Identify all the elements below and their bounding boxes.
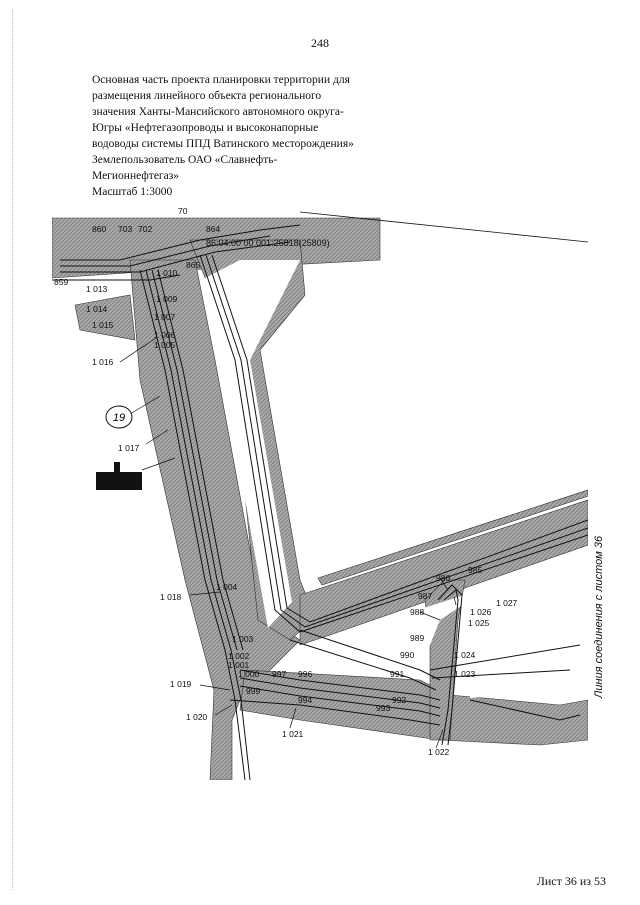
scan-margin-line: [12, 10, 13, 890]
point-label: 70: [178, 206, 188, 216]
document-header: Основная часть проекта планировки террит…: [92, 72, 392, 200]
cadastral-number: 86:04:00 00 001:25818(25809): [206, 238, 330, 248]
point-label: 991: [390, 669, 404, 679]
point-label: 992: [392, 695, 406, 705]
sheet-counter: Лист 36 из 53: [536, 874, 606, 888]
point-label: 990: [400, 650, 414, 660]
point-labels: 859 860 703 702 70 864 865 1 010 1 013 1…: [54, 206, 518, 757]
point-label: 1 019: [170, 679, 192, 689]
point-label: 1 013: [86, 284, 108, 294]
point-label: 1 021: [282, 729, 304, 739]
point-label: 988: [410, 607, 424, 617]
point-label: 1 007: [154, 312, 176, 322]
point-label: 1 010: [156, 268, 178, 278]
point-label: 864: [206, 224, 220, 234]
point-label: 989: [410, 633, 424, 643]
sheet-connection-note: Линия соединения с листом 36: [593, 535, 605, 699]
point-label: 1 027: [496, 598, 518, 608]
point-label: 994: [298, 695, 312, 705]
header-line: размещения линейного объекта регионально…: [92, 90, 322, 102]
header-line: Основная часть проекта планировки террит…: [92, 74, 350, 86]
point-label: 985: [468, 565, 482, 575]
point-label: 703: [118, 224, 132, 234]
header-line: значения Ханты-Мансийского автономного о…: [92, 106, 344, 118]
point-label: 1 004: [216, 582, 238, 592]
point-label: 1 025: [468, 618, 490, 628]
point-label: 999: [246, 686, 260, 696]
header-line: Масштаб 1:3000: [92, 186, 173, 198]
header-line: водоводы системы ППД Ватинского месторож…: [92, 138, 354, 150]
leader-lines: [119, 337, 457, 749]
point-label: 993: [376, 703, 390, 713]
hatched-corridors: [52, 217, 588, 780]
point-label: 1 017: [118, 443, 140, 453]
point-label: 1 000: [238, 669, 260, 679]
site-number-marker: 19: [105, 405, 133, 429]
point-label: 1 022: [428, 747, 450, 757]
site-number-text: 19: [113, 412, 125, 424]
point-label: 1 002: [228, 651, 250, 661]
point-label: 1 018: [160, 592, 182, 602]
white-areas: [205, 260, 588, 698]
header-line: Югры «Нефтегазопроводы и высоконапорные: [92, 122, 319, 134]
point-label: 702: [138, 224, 152, 234]
point-label: 1 014: [86, 304, 108, 314]
point-label: 996: [298, 669, 312, 679]
point-label: 1 020: [186, 712, 208, 722]
point-label: 1 006: [154, 330, 176, 340]
point-label: 860: [92, 224, 106, 234]
point-label: 1 015: [92, 320, 114, 330]
point-label: 1 005: [154, 340, 176, 350]
point-label: 1 003: [232, 634, 254, 644]
point-label: 1 023: [454, 669, 476, 679]
planning-map: 19 86:04:00 00 001:25818(25809) 859 860 …: [52, 206, 588, 780]
point-label: 987: [418, 591, 432, 601]
pipeline-lines: [52, 224, 588, 780]
point-label: 1 026: [470, 607, 492, 617]
point-label: 986: [436, 573, 450, 583]
point-label: 1 016: [92, 357, 114, 367]
header-line: Землепользователь ОАО «Славнефть-: [92, 154, 278, 166]
point-label: 859: [54, 277, 68, 287]
point-label: 1 001: [228, 660, 250, 670]
header-line: Мегионнефтегаз»: [92, 170, 180, 182]
survey-line: [299, 211, 588, 243]
page-number: 248: [311, 36, 329, 50]
point-label: 1 009: [156, 294, 178, 304]
legend-block: [96, 462, 142, 490]
point-label: 865: [186, 260, 200, 270]
point-label: 997: [272, 669, 286, 679]
point-label: 1 024: [454, 650, 476, 660]
